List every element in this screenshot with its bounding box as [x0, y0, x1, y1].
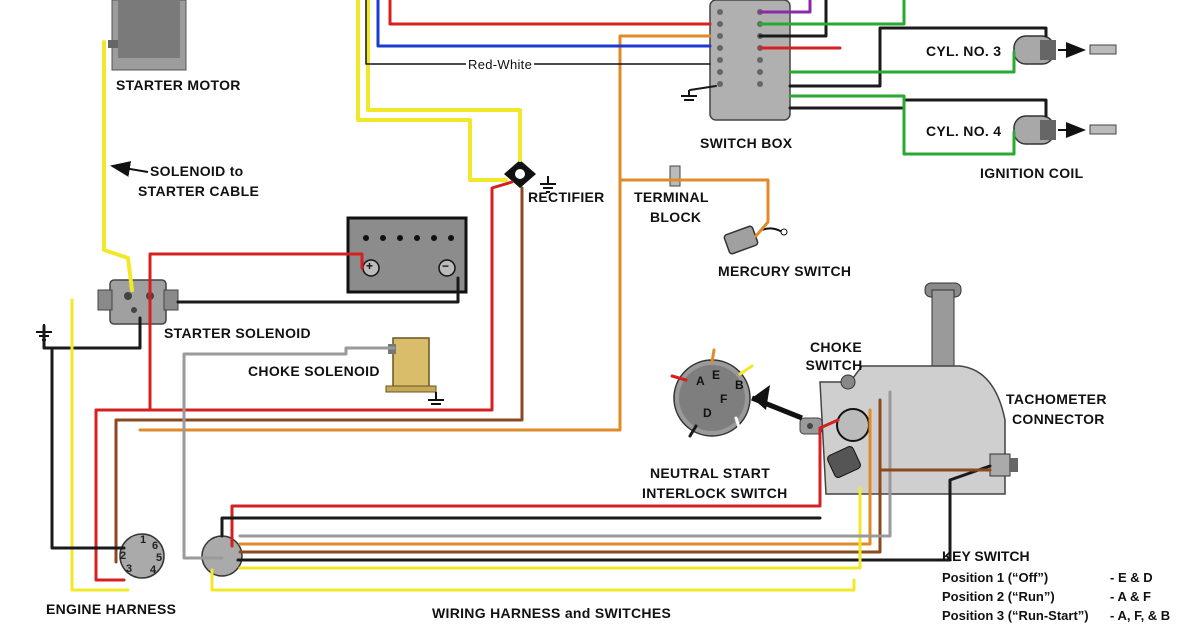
- label-red-white: Red-White: [466, 56, 535, 74]
- battery: [346, 216, 468, 294]
- label-switch-box: SWITCH BOX: [700, 135, 793, 151]
- label-cyl-3: CYL. NO. 3: [926, 43, 1002, 59]
- key-terminal-d: D: [703, 406, 712, 420]
- key-terminal-a: A: [696, 374, 705, 388]
- label-terminal-block-2: BLOCK: [650, 209, 702, 225]
- label-rectifier: RECTIFIER: [528, 189, 605, 205]
- neutral-start-switch: [827, 446, 861, 478]
- ignition-coil-3: [1013, 35, 1117, 65]
- key-switch-title: KEY SWITCH: [942, 548, 1030, 564]
- key-position-row: Position 3 (“Run-Start”) - A, F, & B: [942, 608, 1170, 627]
- key-switch-legend: KEY SWITCH Position 1 (“Off”) - E & D Po…: [942, 548, 1170, 627]
- key-position-name: Position 2 (“Run”): [942, 589, 1055, 604]
- choke-switch: [836, 374, 870, 442]
- switch-box: [709, 0, 791, 121]
- harness-pin-4: 4: [150, 564, 157, 576]
- harness-pin-3: 3: [126, 563, 133, 575]
- key-terminal-e: E: [712, 368, 721, 382]
- label-terminal-block-1: TERMINAL: [634, 189, 709, 205]
- starter-solenoid: [97, 279, 179, 325]
- wiring-harness-connector: [201, 535, 243, 577]
- ground-icon: [428, 392, 444, 405]
- label-tach-1: TACHOMETER: [1006, 391, 1107, 407]
- battery-negative-label: −: [442, 259, 450, 273]
- key-position-value: - E & D: [1110, 570, 1153, 585]
- label-solenoid-cable-2: STARTER CABLE: [138, 183, 260, 199]
- label-choke-solenoid: CHOKE SOLENOID: [248, 363, 380, 379]
- key-terminal-f: F: [720, 392, 728, 406]
- terminal-block: [669, 165, 681, 187]
- label-solenoid-cable-1: SOLENOID to: [150, 163, 244, 179]
- battery-positive-label: +: [366, 259, 374, 273]
- label-mercury-switch: MERCURY SWITCH: [718, 263, 852, 279]
- starter-motor: [108, 0, 187, 71]
- key-position-row: Position 1 (“Off”) - E & D: [942, 570, 1153, 589]
- label-engine-harness: ENGINE HARNESS: [46, 601, 177, 617]
- label-wiring-harness: WIRING HARNESS and SWITCHES: [432, 605, 672, 621]
- mercury-switch: [723, 225, 788, 255]
- wires: [42, 0, 1048, 592]
- choke-solenoid: [385, 337, 437, 393]
- ground-icon: [540, 176, 556, 193]
- label-neutral-1: NEUTRAL START: [650, 465, 771, 481]
- label-starter-motor: STARTER MOTOR: [116, 77, 241, 93]
- harness-pin-2: 2: [120, 550, 127, 562]
- label-neutral-2: INTERLOCK SWITCH: [642, 485, 788, 501]
- ground-icon: [681, 90, 697, 101]
- harness-pin-1: 1: [140, 534, 147, 546]
- label-cyl-4: CYL. NO. 4: [926, 123, 1002, 139]
- harness-pin-5: 5: [156, 552, 163, 564]
- label-choke-switch-1: CHOKE: [809, 339, 863, 355]
- label-ignition-coil: IGNITION COIL: [980, 165, 1084, 181]
- key-position-row: Position 2 (“Run”) - A & F: [942, 589, 1151, 608]
- solenoid-cable-arrow: [110, 161, 149, 177]
- label-starter-solenoid: STARTER SOLENOID: [164, 325, 311, 341]
- ignition-coil-4: [1013, 115, 1117, 145]
- label-choke-switch-2: SWITCH: [805, 357, 863, 373]
- key-position-value: - A & F: [1110, 589, 1151, 604]
- label-tach-2: CONNECTOR: [1012, 411, 1105, 427]
- key-position-name: Position 1 (“Off”): [942, 570, 1049, 585]
- key-terminal-b: B: [735, 378, 744, 392]
- harness-pin-6: 6: [152, 540, 159, 552]
- key-position-value: - A, F, & B: [1110, 608, 1171, 623]
- control-box: [799, 282, 1018, 495]
- key-switch: [673, 359, 803, 437]
- key-position-name: Position 3 (“Run-Start”): [942, 608, 1089, 623]
- engine-harness-connector: [119, 533, 165, 579]
- key-switch-arrowhead: [752, 385, 770, 410]
